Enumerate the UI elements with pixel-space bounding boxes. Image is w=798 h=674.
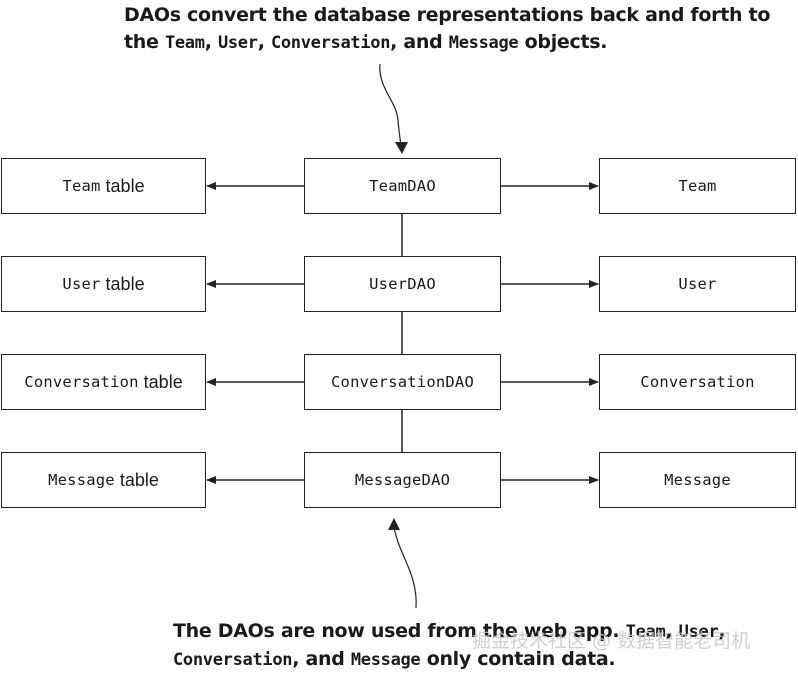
team-dao-box: TeamDAO: [304, 158, 501, 214]
code-user: User: [217, 33, 258, 53]
team-dao-label: TeamDAO: [369, 177, 436, 195]
callout-arrowhead-bottom: [388, 518, 400, 530]
conversation-object-box: Conversation: [599, 354, 796, 410]
team-object-box: Team: [599, 158, 796, 214]
bottom-caption-line-2: Conversation, and Message only contain d…: [173, 648, 616, 670]
message-dao-box: MessageDAO: [304, 452, 501, 508]
user-table-word: table: [105, 273, 145, 294]
conversation-object-label: Conversation: [640, 373, 755, 391]
user-object-label: User: [678, 275, 717, 293]
conversation-table-word: table: [143, 371, 183, 392]
top-caption-line-1: DAOs convert the database representation…: [124, 4, 771, 26]
team-table-code: Team: [62, 177, 101, 195]
code-message: Message: [350, 650, 421, 670]
bottom-caption: The DAOs are now used from the web app. …: [173, 618, 726, 674]
callout-arrow-top: [379, 63, 402, 147]
user-table-code: User: [62, 275, 101, 293]
code-conversation: Conversation: [270, 33, 391, 53]
callout-arrowhead-top: [395, 142, 408, 154]
code-user: User: [678, 622, 719, 642]
message-dao-label: MessageDAO: [354, 471, 451, 489]
top-caption: DAOs convert the database representation…: [124, 2, 770, 57]
message-object-label: Message: [664, 471, 731, 489]
message-table-code: Message: [48, 471, 115, 489]
code-team: Team: [625, 622, 666, 642]
user-dao-box: UserDAO: [304, 256, 501, 312]
user-dao-label: UserDAO: [369, 275, 436, 293]
top-caption-line-2: the Team, User, Conversation, and Messag…: [124, 31, 608, 53]
team-table-word: table: [105, 175, 145, 196]
conversation-table-code: Conversation: [24, 373, 139, 391]
message-object-box: Message: [599, 452, 796, 508]
message-table-word: table: [119, 469, 159, 490]
code-conversation: Conversation: [173, 650, 293, 670]
user-object-box: User: [599, 256, 796, 312]
conversation-dao-box: ConversationDAO: [304, 354, 501, 410]
watermark: 掘金技术社区 @ 数据智能老司机: [472, 630, 751, 652]
callout-arrow-bottom: [393, 527, 417, 609]
code-team: Team: [164, 33, 205, 53]
code-message: Message: [448, 33, 519, 53]
bottom-caption-line-1: The DAOs are now used from the web app. …: [173, 620, 726, 642]
team-object-label: Team: [678, 177, 717, 195]
conversation-dao-label: ConversationDAO: [331, 373, 474, 391]
